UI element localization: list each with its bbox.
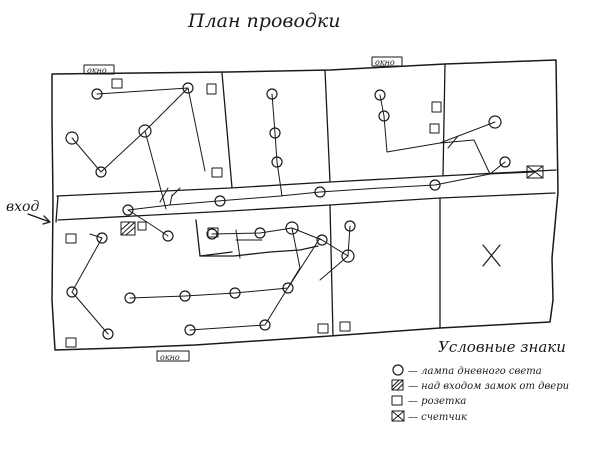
- lamp: [95, 166, 107, 178]
- lamp: [488, 115, 502, 129]
- lamp: [374, 89, 386, 101]
- entrance-label: вход: [6, 199, 39, 215]
- lamp: [102, 328, 114, 340]
- lamp: [429, 179, 441, 191]
- lamp: [65, 131, 79, 145]
- legend-socket-icon: [391, 395, 403, 406]
- window-top-right: [371, 56, 403, 67]
- lamp: [214, 195, 226, 207]
- lamp: [229, 287, 241, 299]
- plan-title: План проводки: [187, 10, 341, 32]
- door-lock: [120, 221, 147, 236]
- lamp: [341, 249, 355, 263]
- lamp: [162, 230, 174, 242]
- lamp: [91, 88, 103, 100]
- socket: [207, 227, 219, 238]
- socket: [65, 337, 77, 348]
- socket: [429, 123, 440, 134]
- legend-meter-icon: [391, 410, 405, 422]
- legend: Условные знаки — лампа дневного света — …: [391, 338, 569, 423]
- window-top-left-label: окно: [87, 66, 107, 75]
- socket: [65, 233, 77, 244]
- lamp: [259, 319, 271, 331]
- lamp: [271, 156, 283, 168]
- legend-heading: Условные знаки: [438, 338, 566, 356]
- legend-lock-icon: [391, 379, 404, 391]
- lamps: [65, 82, 511, 340]
- lamp: [184, 324, 196, 336]
- lamp: [266, 88, 278, 100]
- lamp: [316, 234, 328, 246]
- lamp: [282, 282, 294, 294]
- socket: [339, 321, 351, 332]
- socket: [431, 101, 442, 113]
- lamp: [344, 220, 356, 232]
- building-walls: [51, 59, 559, 351]
- legend-item-lock: — над входом замок от двери: [408, 381, 569, 392]
- lamp: [378, 110, 390, 122]
- windows: окно окно окно: [83, 56, 403, 362]
- room-cross-mark: [482, 244, 501, 267]
- legend-item-lamp: — лампа дневного света: [408, 366, 542, 377]
- electric-meter: [526, 165, 544, 179]
- lamp: [269, 127, 281, 139]
- lamp: [122, 204, 134, 216]
- socket: [206, 83, 217, 95]
- socket: [317, 323, 329, 334]
- legend-item-socket: — розетка: [408, 396, 466, 407]
- wiring-lines: [71, 87, 536, 335]
- window-top-right-label: окно: [375, 58, 395, 67]
- window-bottom-label: окно: [160, 353, 180, 362]
- lamp: [138, 124, 152, 138]
- switch-marks: [159, 135, 459, 259]
- lamp: [182, 82, 194, 94]
- lamp: [254, 227, 266, 239]
- entrance-arrow: [27, 213, 51, 225]
- lamp: [499, 156, 511, 168]
- lamp: [66, 286, 78, 298]
- lamp: [314, 186, 326, 198]
- lamp: [124, 292, 136, 304]
- legend-item-meter: — счетчик: [408, 412, 467, 423]
- sockets: [65, 78, 442, 348]
- legend-lamp-icon: [392, 364, 404, 376]
- window-bottom: [156, 350, 190, 362]
- socket: [211, 167, 223, 178]
- lamp: [96, 232, 108, 244]
- lamp: [285, 221, 299, 235]
- window-top-left: [83, 64, 115, 75]
- lamp: [206, 228, 218, 240]
- socket: [111, 78, 123, 89]
- lamp: [179, 290, 191, 302]
